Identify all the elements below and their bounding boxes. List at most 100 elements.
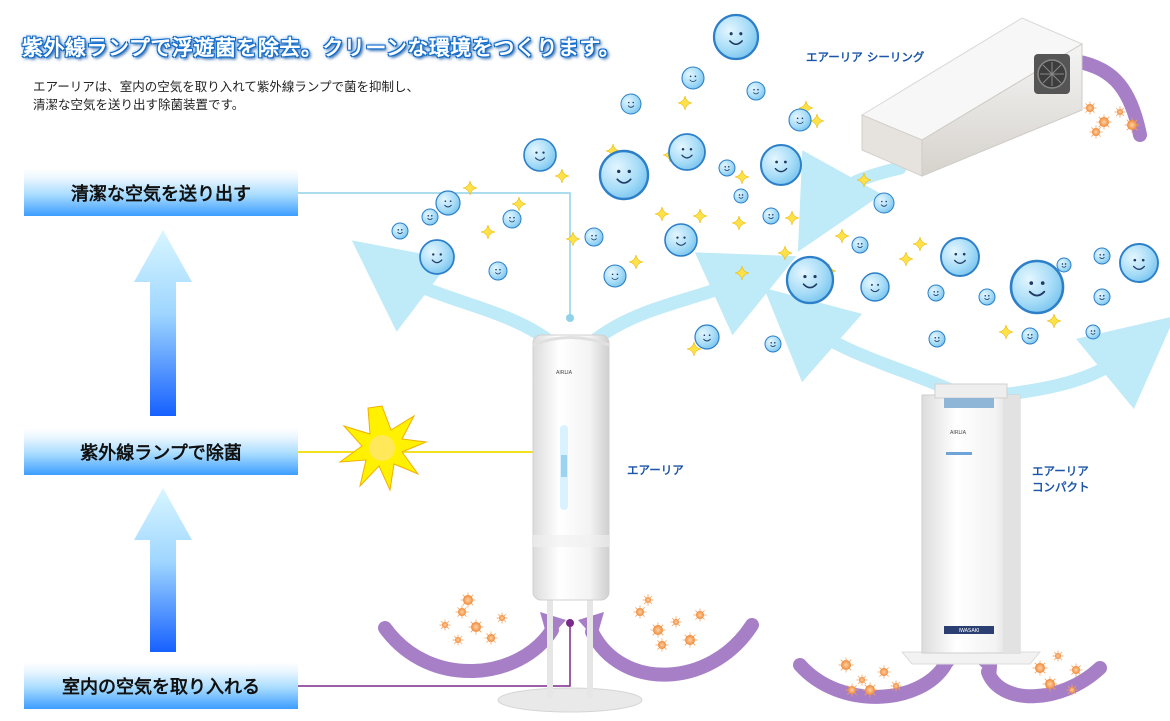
germ-icon bbox=[1114, 106, 1126, 118]
bubble-face-icon bbox=[694, 324, 720, 350]
germ-icon bbox=[484, 631, 498, 645]
fan-icon bbox=[1034, 54, 1070, 94]
bubble-face-icon bbox=[664, 223, 698, 257]
sparkle-icon bbox=[654, 206, 670, 222]
clean-air-bubbles bbox=[391, 13, 1159, 353]
intro-line-1: エアーリアは、室内の空気を取り入れて紫外線ランプで菌を抑制し、 bbox=[33, 79, 420, 94]
sparkle-icon bbox=[692, 208, 708, 224]
bubble-face-icon bbox=[928, 330, 946, 348]
sparkle-icon bbox=[677, 95, 693, 111]
germ-icon bbox=[1124, 117, 1140, 133]
headline: 紫外線ランプで浮遊菌を除去。クリーンな環境をつくります。 bbox=[22, 36, 621, 60]
bubble-face-icon bbox=[502, 209, 522, 229]
bubble-face-icon bbox=[940, 237, 980, 277]
bubble-face-icon bbox=[681, 66, 705, 90]
up-arrow-icon bbox=[134, 230, 192, 416]
germ-icon bbox=[1052, 650, 1064, 662]
sparkle-icon bbox=[462, 180, 478, 196]
bubble-face-icon bbox=[760, 144, 802, 186]
bubble-face-icon bbox=[421, 208, 439, 226]
bubble-face-icon bbox=[746, 81, 766, 101]
sparkle-icon bbox=[565, 231, 581, 247]
airlia-ceiling-unit bbox=[860, 17, 1084, 177]
sparkle-icon bbox=[898, 251, 914, 267]
bubble-face-icon bbox=[1021, 327, 1039, 345]
bubble-face-icon bbox=[1009, 259, 1065, 315]
sparkle-icon bbox=[554, 168, 570, 184]
germ-icon bbox=[670, 616, 682, 628]
bubble-face-icon bbox=[788, 108, 812, 132]
bubble-face-icon bbox=[733, 188, 749, 204]
label-airlia-ceiling: エアーリア シーリング bbox=[806, 49, 924, 65]
airlia-main-unit: AIRLIA bbox=[497, 334, 643, 713]
bubble-face-icon bbox=[1093, 247, 1111, 265]
bubble-face-icon bbox=[620, 93, 642, 115]
bubble-face-icon bbox=[488, 261, 508, 281]
germ-icon bbox=[642, 594, 654, 606]
bubble-face-icon bbox=[435, 190, 461, 216]
germ-icon bbox=[460, 592, 476, 608]
germ-icon bbox=[1083, 101, 1097, 115]
sparkle-icon bbox=[734, 265, 750, 281]
sparkle-icon bbox=[686, 341, 702, 357]
label-airlia-line: エアーリア bbox=[627, 463, 684, 477]
intro-text: エアーリアは、室内の空気を取り入れて紫外線ランプで菌を抑制し、 清潔な空気を送り… bbox=[33, 78, 419, 114]
germ-icon bbox=[877, 665, 891, 679]
bubble-face-icon bbox=[419, 239, 455, 275]
germ-icon bbox=[862, 682, 878, 698]
bubble-face-icon bbox=[668, 133, 706, 171]
device-brand: AIRLIA bbox=[950, 430, 967, 436]
sparkle-icon bbox=[511, 196, 527, 212]
germ-icon bbox=[1096, 114, 1112, 130]
bubble-face-icon bbox=[584, 227, 604, 247]
bubble-face-icon bbox=[762, 207, 780, 225]
bubble-face-icon bbox=[1056, 257, 1072, 273]
intake-connector-line bbox=[298, 623, 571, 687]
sparkle-icon bbox=[998, 324, 1014, 340]
bubble-face-icon bbox=[603, 264, 627, 288]
bubble-face-icon bbox=[1119, 243, 1159, 283]
bubble-face-icon bbox=[1093, 288, 1111, 306]
germ-icon bbox=[496, 612, 508, 624]
bubble-face-icon bbox=[391, 222, 409, 240]
sparkle-icon bbox=[809, 113, 825, 129]
bubble-face-icon bbox=[785, 255, 835, 305]
germ-icon bbox=[452, 634, 464, 646]
uv-burst-icon bbox=[338, 405, 428, 492]
germ-icon bbox=[1069, 663, 1083, 677]
label-compact-line-1: エアーリア bbox=[1032, 464, 1089, 478]
germ-icon bbox=[468, 619, 484, 635]
sparkle-icon bbox=[734, 169, 750, 185]
sparkle-cluster bbox=[462, 95, 1062, 357]
sparkle-icon bbox=[1046, 313, 1062, 329]
bubble-face-icon bbox=[851, 236, 869, 254]
label-airlia-compact: エアーリア コンパクト bbox=[1032, 463, 1090, 495]
bubble-face-icon bbox=[927, 284, 945, 302]
bubble-face-icon bbox=[523, 138, 557, 172]
bubble-face-icon bbox=[598, 149, 650, 201]
germ-cluster bbox=[439, 101, 1140, 698]
outflow-arrows bbox=[351, 240, 797, 347]
step-uv-box: 紫外線ランプで除菌 bbox=[24, 428, 298, 475]
sparkle-icon bbox=[784, 210, 800, 226]
germ-icon bbox=[439, 619, 451, 631]
bubble-face-icon bbox=[1085, 324, 1101, 340]
maker-label: IWASAKI bbox=[958, 628, 979, 634]
bubble-face-icon bbox=[718, 159, 736, 177]
germ-icon bbox=[845, 683, 859, 697]
germ-icon bbox=[682, 632, 698, 648]
intro-line-2: 清潔な空気を送り出す除菌装置です。 bbox=[33, 97, 245, 112]
label-compact-line-2: コンパクト bbox=[1032, 480, 1090, 494]
label-airlia: エアーリア bbox=[627, 462, 684, 478]
up-arrow-icon bbox=[134, 488, 192, 652]
bubble-face-icon bbox=[873, 192, 895, 214]
step-output-box: 清潔な空気を送り出す bbox=[24, 169, 298, 216]
sparkle-icon bbox=[628, 254, 644, 270]
bubble-face-icon bbox=[860, 272, 890, 302]
germ-icon bbox=[633, 605, 647, 619]
germ-icon bbox=[650, 622, 666, 638]
sparkle-icon bbox=[731, 215, 747, 231]
output-connector-line bbox=[298, 192, 571, 318]
